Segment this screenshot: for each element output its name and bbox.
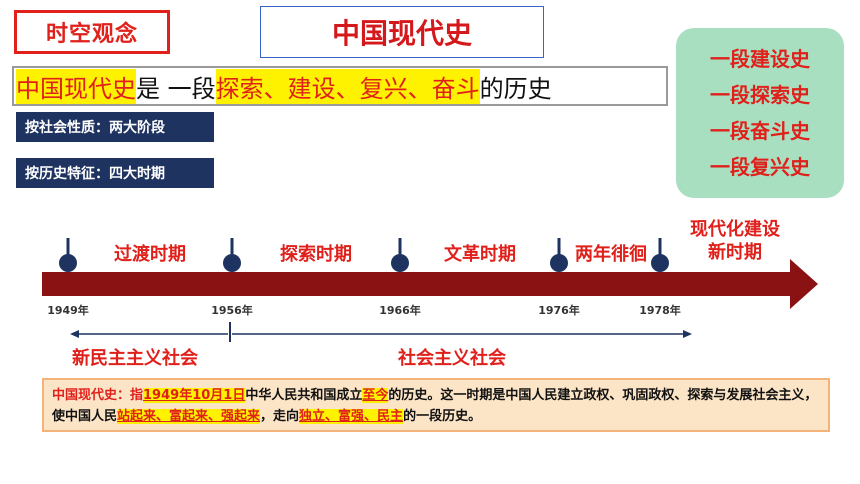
dot-1976 <box>550 254 568 272</box>
period-modernization-line1: 现代化建设 <box>690 219 780 240</box>
summary-box: 中国现代史：指1949年10月1日中华人民共和国成立至今的历史。这一时期是中国人… <box>42 378 830 432</box>
topic-tag: 时空观念 <box>14 10 170 54</box>
theme-exploration: 一段探索史 <box>710 83 810 107</box>
period-exploration: 探索时期 <box>280 244 352 265</box>
year-1949: 1949年 <box>47 304 89 317</box>
dot-1956 <box>223 254 241 272</box>
dot-1978 <box>651 254 669 272</box>
page-title: 中国现代史 <box>260 6 544 58</box>
theme-revival: 一段复兴史 <box>710 155 810 179</box>
year-1976: 1976年 <box>538 304 580 317</box>
definition-subject: 中国现代史 <box>16 68 136 104</box>
period-modernization: 现代化建设 新时期 <box>672 218 798 264</box>
society-new-democratic: 新民主主义社会 <box>72 348 198 369</box>
summary-lead: 中国现代史：指 <box>52 388 144 403</box>
year-1966: 1966年 <box>379 304 421 317</box>
theme-struggle: 一段奋斗史 <box>710 119 810 143</box>
summary-goals: 独立、富强、民主 <box>299 409 404 424</box>
period-modernization-line2: 新时期 <box>708 242 762 263</box>
period-cultural-revolution: 文革时期 <box>444 244 516 265</box>
periodization-by-nature: 按社会性质：两大阶段 <box>16 112 214 142</box>
summary-date: 1949年10月1日 <box>143 388 246 403</box>
year-1978: 1978年 <box>639 304 681 317</box>
summary-text-2: 的历史。这一时期是中国人民建立政权、巩固政权、探索与发展社会主义，使中国人民 <box>52 388 818 424</box>
year-1956: 1956年 <box>211 304 253 317</box>
summary-text-1: 中华人民共和国成立 <box>245 388 363 403</box>
new-democratic-arrowhead <box>70 330 79 338</box>
society-socialist: 社会主义社会 <box>398 348 506 369</box>
summary-until-now: 至今 <box>362 388 389 403</box>
period-transition: 过渡时期 <box>114 244 186 265</box>
definition-line: 中国现代史 是 一段 探索、建设、复兴、奋斗 的历史 <box>12 66 668 106</box>
definition-is: 是 一段 <box>136 74 216 103</box>
themes-box: 一段建设史 一段探索史 一段奋斗史 一段复兴史 <box>676 28 844 198</box>
socialist-arrowhead <box>683 330 692 338</box>
period-two-years-hesitation: 两年徘徊 <box>575 244 647 265</box>
summary-text-3: ，走向 <box>260 409 300 424</box>
definition-keywords: 探索、建设、复兴、奋斗 <box>215 68 480 104</box>
periodization-by-feature: 按历史特征：四大时期 <box>16 158 214 188</box>
dot-1949 <box>59 254 77 272</box>
definition-tail: 的历史 <box>479 74 552 103</box>
dot-1966 <box>391 254 409 272</box>
theme-construction: 一段建设史 <box>710 47 810 71</box>
timeline-arrow <box>42 259 818 309</box>
summary-stand-up: 站起来、富起来、强起来 <box>117 409 261 424</box>
summary-text-4: 的一段历史。 <box>403 409 482 424</box>
